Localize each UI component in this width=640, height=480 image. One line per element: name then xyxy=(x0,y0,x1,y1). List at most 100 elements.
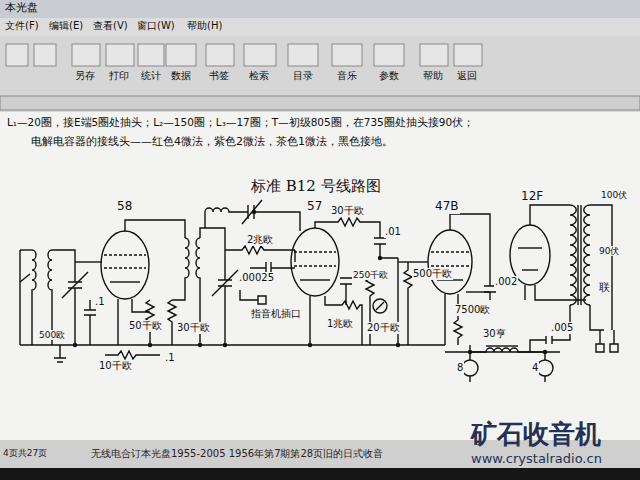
label-text: 参数 xyxy=(378,70,400,82)
label-text: 联 xyxy=(598,282,611,295)
schematic-stroke xyxy=(431,265,469,266)
schematic-stroke xyxy=(530,205,570,225)
schematic-stroke xyxy=(104,254,146,255)
schematic-stroke xyxy=(20,274,30,282)
schematic-stroke xyxy=(20,249,32,250)
label-text: 8 xyxy=(456,362,464,374)
schematic-stroke xyxy=(125,220,185,238)
schematic-stroke xyxy=(428,230,472,294)
schematic-stroke xyxy=(584,205,590,305)
schematic-stroke xyxy=(105,351,160,359)
schematic-stroke xyxy=(537,360,553,376)
label-text: 另存 xyxy=(74,70,96,82)
label-text: 指音机插口 xyxy=(250,308,302,320)
schematic-stroke xyxy=(570,205,576,305)
schematic-stroke xyxy=(420,44,448,66)
schematic-stroke xyxy=(544,352,545,382)
schematic-stroke xyxy=(104,267,146,268)
schematic-stroke xyxy=(444,294,445,345)
schematic-stroke xyxy=(590,205,612,330)
schematic-stroke xyxy=(308,343,312,347)
schematic-stroke xyxy=(117,299,118,345)
label-text: .002 xyxy=(494,276,518,288)
label-text: 目录 xyxy=(292,70,314,82)
schematic-stroke xyxy=(437,279,463,280)
label-text: www.crystalradio.cn xyxy=(470,452,603,467)
schematic-stroke xyxy=(73,343,77,347)
schematic-stroke xyxy=(294,250,295,262)
schematic-stroke xyxy=(224,286,225,345)
label-text: 7500欧 xyxy=(454,304,491,316)
label-text: .005 xyxy=(550,322,574,334)
schematic-stroke xyxy=(462,360,478,376)
label-text: 90伏 xyxy=(598,246,620,256)
label-text: 1兆欧 xyxy=(326,318,354,330)
schematic-stroke xyxy=(596,344,618,352)
label-text: 帮助(H) xyxy=(186,20,223,32)
schematic-stroke xyxy=(578,205,581,305)
schematic-stroke xyxy=(325,296,362,345)
schematic-stroke xyxy=(366,278,374,345)
schematic-stroke xyxy=(374,238,398,258)
schematic-stroke xyxy=(168,300,176,345)
label-text: 统计 xyxy=(140,70,162,82)
schematic-stroke xyxy=(244,44,276,66)
label-text: L₁—20圈，接E端5圈处抽头；L₂—150圈；L₃—17圈；T—初级805圈，… xyxy=(6,116,475,128)
label-text: 无线电合订本光盘1955-2005 1956年第7期第28页旧的日式收音 xyxy=(90,448,384,460)
schematic-stroke xyxy=(291,228,339,296)
label-text: 编辑(E) xyxy=(48,20,84,32)
schematic-stroke xyxy=(75,261,102,262)
schematic-stroke xyxy=(74,288,75,345)
label-text: 47B xyxy=(434,200,460,214)
label-text: .1 xyxy=(94,296,106,308)
schematic-stroke xyxy=(315,218,380,238)
schematic-stroke xyxy=(309,296,310,345)
schematic-stroke xyxy=(486,345,518,346)
schematic-stroke xyxy=(34,44,56,66)
label-text: 检索 xyxy=(248,70,270,82)
window-titlebar xyxy=(0,0,640,18)
junction-dots xyxy=(73,210,547,354)
schematic-stroke xyxy=(454,44,482,66)
schematic-stroke xyxy=(19,250,20,345)
schematic-stroke xyxy=(6,44,28,66)
schematic-stroke xyxy=(522,269,538,270)
schematic-stroke xyxy=(54,345,66,362)
schematic-stroke xyxy=(223,343,227,347)
label-text: 12F xyxy=(520,190,544,204)
schematic-stroke xyxy=(254,212,300,231)
label-text: 50千欧 xyxy=(128,320,163,332)
schematic-stroke xyxy=(396,343,400,347)
label-text: 查看(V) xyxy=(92,20,129,32)
schematic-stroke xyxy=(525,285,586,300)
label-text: 500千欧 xyxy=(412,268,453,280)
label-text: 窗口(W) xyxy=(136,20,176,32)
schematic-stroke xyxy=(398,261,428,262)
label-text: 电解电容器的接线头——红色4微法，紫色2微法，茶色1微法，黑色接地。 xyxy=(30,136,394,149)
schematic-stroke xyxy=(340,278,352,305)
label-text: 4 xyxy=(531,362,539,374)
schematic-stroke xyxy=(20,345,560,352)
schematic-stroke xyxy=(404,262,412,345)
schematic-stroke xyxy=(600,330,614,344)
label-text: 250千欧 xyxy=(352,270,389,280)
schematic-stroke xyxy=(454,294,462,345)
schematic-stroke xyxy=(294,265,336,266)
toolbar-buttons xyxy=(0,44,640,110)
schematic-stroke xyxy=(332,44,362,66)
label-text: 20千欧 xyxy=(366,322,401,334)
label-text: 数据 xyxy=(170,70,192,82)
label-text: 100伏 xyxy=(600,190,628,200)
label-text: 30千欧 xyxy=(176,322,211,334)
schematic-stroke xyxy=(32,250,36,345)
schematic-stroke xyxy=(200,228,225,280)
label-text: 30亨 xyxy=(482,328,507,340)
schematic-stroke xyxy=(0,96,640,110)
label-text: 58 xyxy=(116,200,133,214)
label-text: 音乐 xyxy=(336,70,358,82)
schematic-stroke xyxy=(518,247,542,248)
label-text: 书签 xyxy=(208,70,230,82)
schematic-stroke xyxy=(101,231,149,299)
